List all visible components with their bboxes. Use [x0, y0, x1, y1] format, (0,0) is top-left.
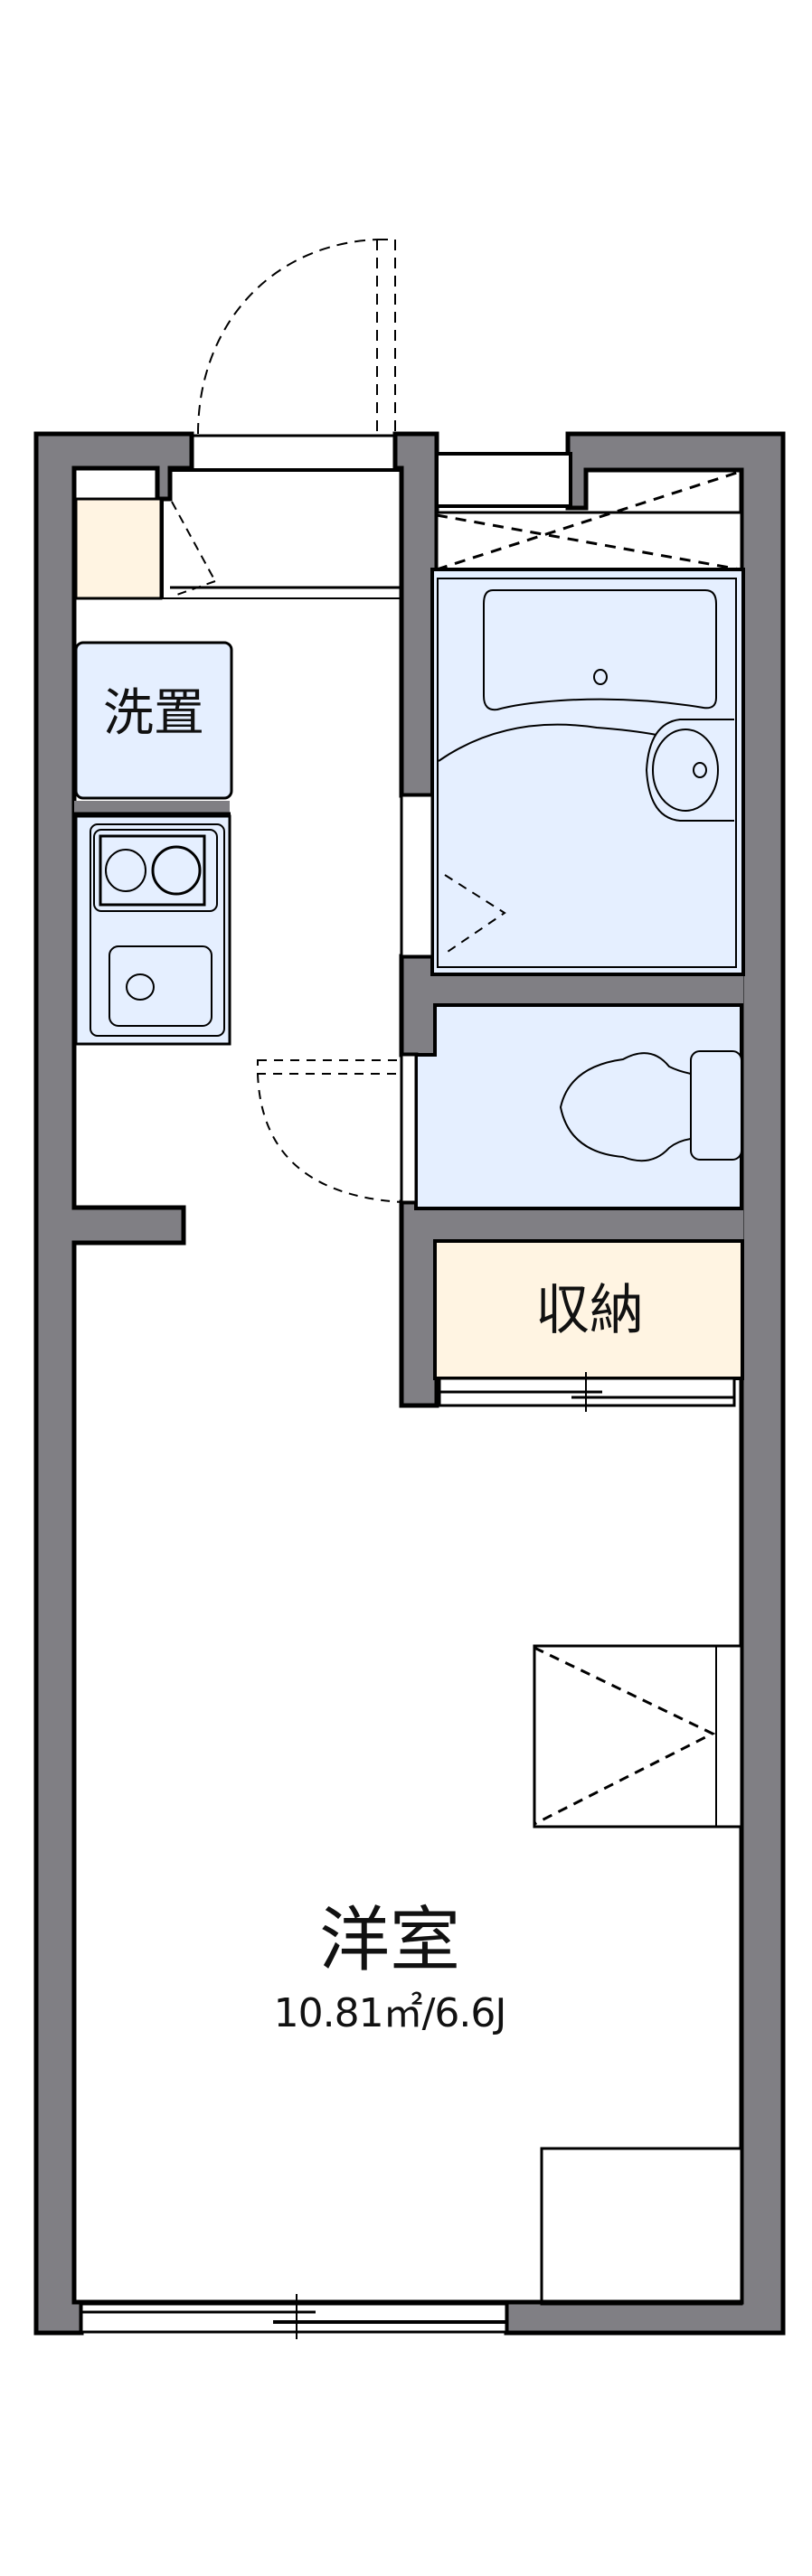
- unit-bath: [430, 452, 745, 976]
- bathtub: [483, 589, 717, 711]
- toilet-room: [414, 1003, 743, 1210]
- basin-drain-icon: [693, 762, 707, 778]
- washer-space-label: 洗置: [103, 684, 204, 743]
- toilet-door: [257, 1059, 402, 1203]
- toilet-bowl: [559, 1052, 692, 1162]
- storage-label: 収納: [535, 1279, 644, 1342]
- burner-icon: [105, 849, 146, 892]
- sink: [109, 945, 212, 1027]
- balcony-unit: [540, 2147, 743, 2306]
- bath-door: [444, 874, 506, 954]
- burner-icon: [151, 845, 202, 896]
- room-area: 10.81㎡/6.6J: [273, 1990, 507, 2036]
- drain-icon: [126, 973, 155, 1001]
- closet-unit: [533, 1644, 743, 1829]
- bath-window-box: [435, 452, 572, 508]
- balcony-window: [80, 2294, 508, 2339]
- toilet-tank: [690, 1050, 742, 1161]
- room-label: 洋室: [318, 1900, 461, 1981]
- entrance-door: [197, 239, 396, 435]
- shoe-box-door: [171, 501, 216, 597]
- shoe-box: [74, 497, 163, 600]
- washer-space: [74, 641, 233, 800]
- toilet-door-frame: [400, 1053, 418, 1204]
- tub-drain-icon: [593, 669, 608, 685]
- washer-kitchen-divider: [74, 801, 230, 813]
- kitchen-counter: [74, 814, 231, 1046]
- storage-closet: [433, 1239, 744, 1380]
- storage-sliding-door: [438, 1372, 736, 1412]
